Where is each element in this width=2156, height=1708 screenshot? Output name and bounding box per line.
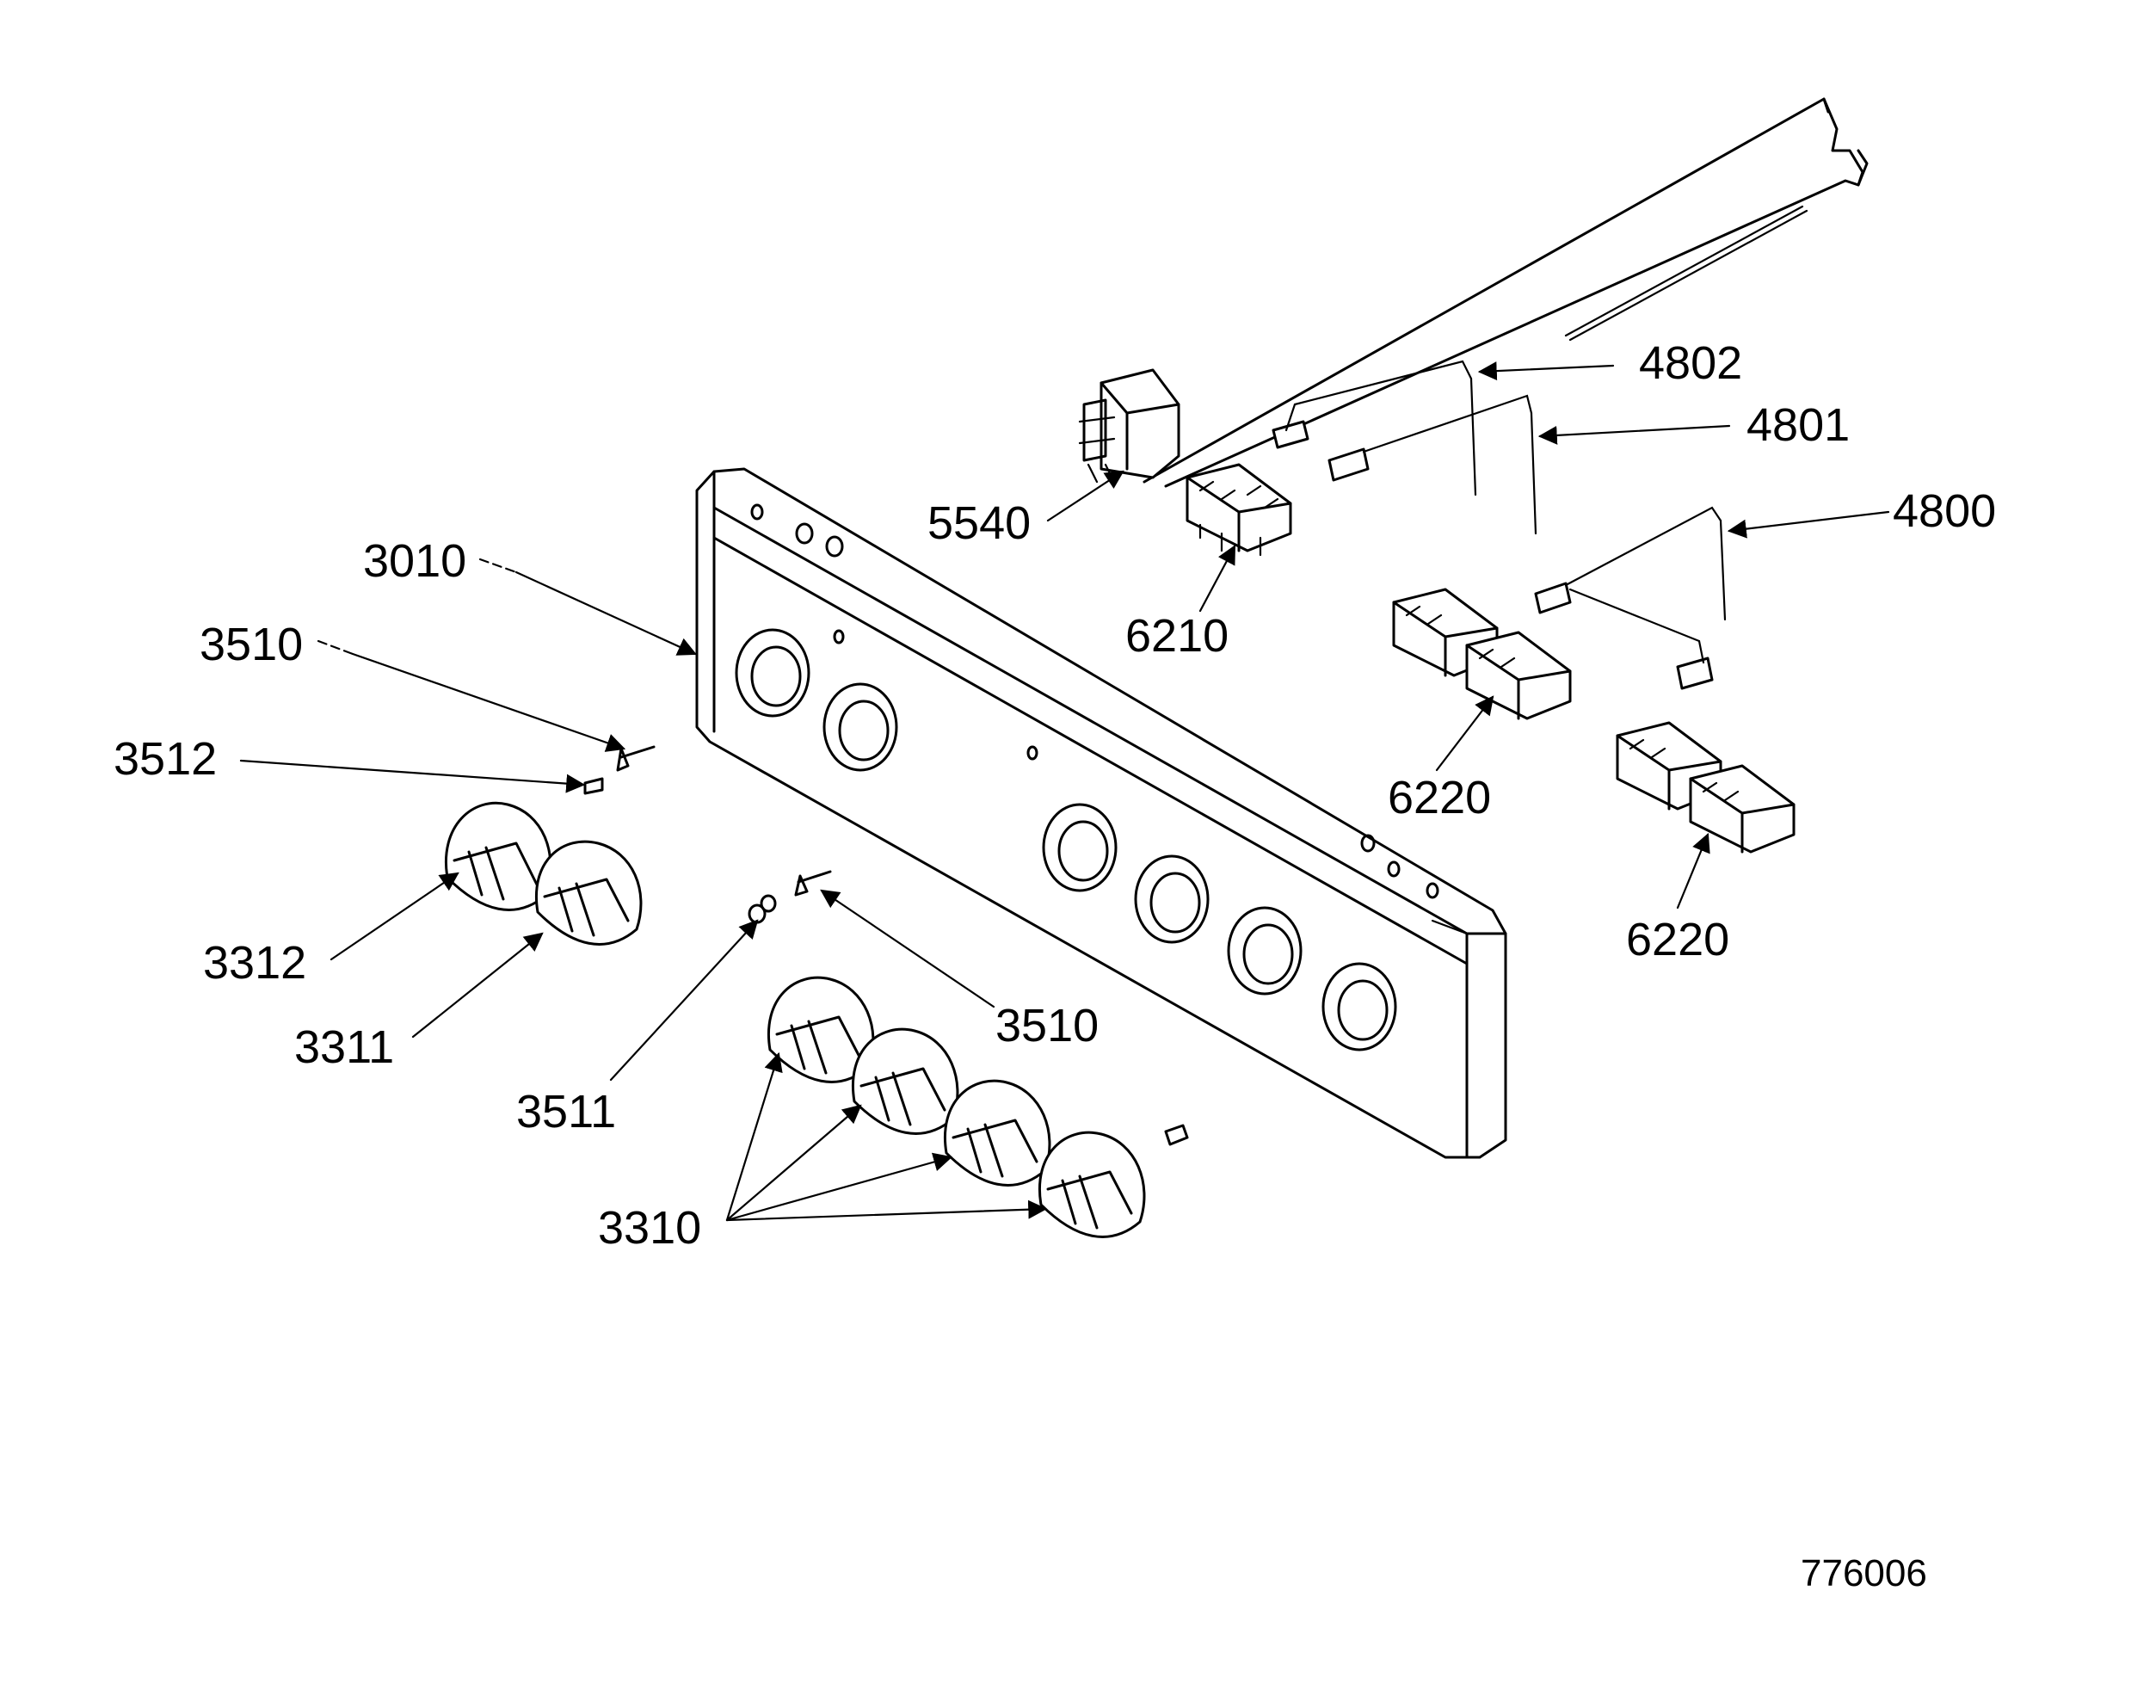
part-3511-spring bbox=[748, 894, 777, 924]
label-3010: 3010 bbox=[363, 535, 466, 587]
label-4802: 4802 bbox=[1639, 337, 1742, 389]
part-3310-knob-2 bbox=[852, 1027, 959, 1135]
wiring-4802 bbox=[1272, 360, 1477, 496]
label-6220-b: 6220 bbox=[1626, 914, 1729, 965]
label-4800: 4800 bbox=[1893, 485, 1996, 537]
label-3311: 3311 bbox=[294, 1021, 394, 1073]
panel-bezel-6 bbox=[1321, 962, 1397, 1051]
label-3512: 3512 bbox=[114, 733, 217, 785]
label-3510-a: 3510 bbox=[200, 619, 303, 670]
label-4801: 4801 bbox=[1746, 399, 1850, 451]
part-3311-knob bbox=[535, 840, 643, 946]
panel-bezel-2 bbox=[822, 682, 898, 772]
part-3310-knob-4 bbox=[1038, 1131, 1146, 1238]
part-6210-terminal bbox=[1186, 463, 1292, 557]
part-5540-switch bbox=[1078, 368, 1180, 484]
wiring-4800 bbox=[1534, 506, 1727, 690]
leader-lines bbox=[239, 361, 1890, 1222]
panel-bezel-3 bbox=[1042, 803, 1118, 892]
panel-bezel-4 bbox=[1134, 854, 1210, 944]
small-clip bbox=[1164, 1124, 1189, 1146]
part-3310-knob-1 bbox=[767, 976, 875, 1083]
drawing-number: 776006 bbox=[1801, 1552, 1927, 1594]
label-3511: 3511 bbox=[516, 1086, 616, 1138]
part-3010-control-panel bbox=[695, 467, 1507, 1159]
part-3312-knob bbox=[445, 801, 552, 911]
wiring-4801 bbox=[1327, 394, 1537, 535]
part-labels: 4802 4801 4800 5540 6210 6220 6220 3010 … bbox=[114, 337, 1996, 1594]
part-3510-screw-a bbox=[616, 745, 656, 772]
part-6220-terminal-b bbox=[1616, 721, 1796, 854]
rear-rail bbox=[1143, 97, 1869, 488]
label-3310: 3310 bbox=[598, 1202, 701, 1254]
part-3510-screw-b bbox=[794, 870, 832, 897]
panel-bezel-1 bbox=[735, 628, 810, 718]
panel-bezel-5 bbox=[1227, 906, 1303, 996]
label-6220-a: 6220 bbox=[1388, 772, 1491, 823]
part-3310-knob-3 bbox=[944, 1079, 1051, 1187]
label-3510-b: 3510 bbox=[995, 1000, 1099, 1051]
label-6210: 6210 bbox=[1125, 610, 1229, 662]
part-3512-screw bbox=[583, 777, 604, 795]
label-5540: 5540 bbox=[927, 497, 1031, 549]
label-3312: 3312 bbox=[203, 937, 306, 989]
